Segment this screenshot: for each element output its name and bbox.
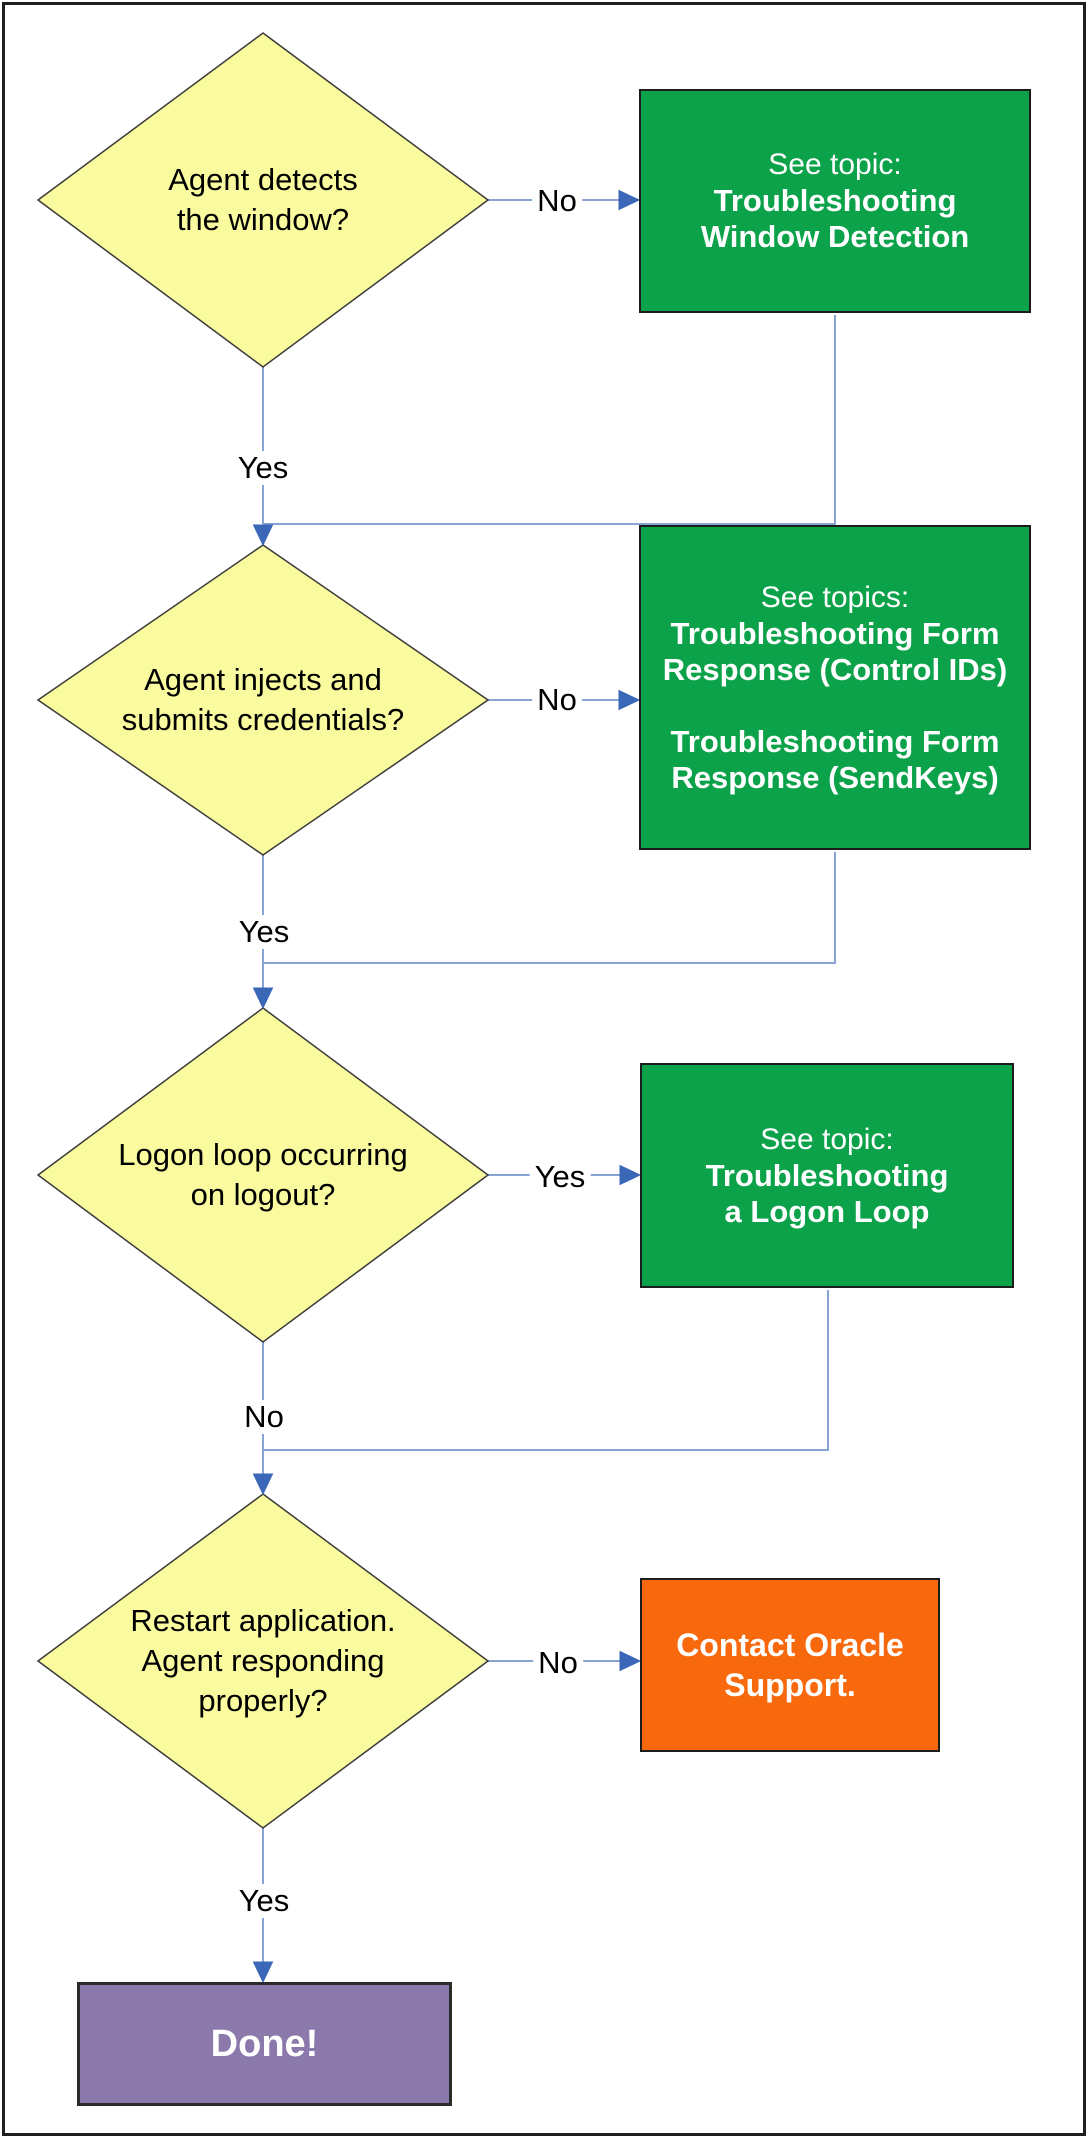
feedback-g3-line	[263, 1290, 829, 1451]
arrowhead-into-d3-icon	[252, 987, 274, 1010]
topic-box-window-detection: See topic: Troubleshooting Window Detect…	[639, 89, 1031, 313]
decision-agent-injects-credentials-label: Agent injects and submits credentials?	[121, 662, 405, 737]
topic-title-form-response-control-ids: Troubleshooting Form Response (Control I…	[662, 615, 1008, 687]
decision-logon-loop	[36, 1007, 490, 1343]
edge-label-d2-no: No	[532, 683, 582, 717]
decision-agent-detects-window	[36, 32, 490, 368]
decision-restart-application	[36, 1493, 490, 1829]
topic-title-form-response-sendkeys: Troubleshooting Form Response (SendKeys)	[670, 723, 1000, 795]
feedback-g2-line	[263, 852, 836, 964]
arrowhead-into-g1-icon	[618, 189, 641, 211]
edge-label-d3-yes: Yes	[529, 1160, 591, 1194]
topic-box-form-response: See topics: Troubleshooting Form Respons…	[639, 525, 1031, 850]
edge-label-d2-yes: Yes	[233, 915, 295, 949]
decision-agent-detects-window-label: Agent detects the window?	[168, 162, 358, 237]
topic-intro: See topics:	[760, 580, 910, 614]
arrowhead-into-action-icon	[619, 1650, 642, 1672]
terminal-box-done: Done!	[77, 1982, 452, 2106]
topic-intro: See topic:	[768, 148, 902, 181]
arrowhead-into-g3-icon	[619, 1164, 642, 1186]
arrowhead-into-g2-icon	[618, 689, 641, 711]
decision-logon-loop-label: Logon loop occurring on logout?	[118, 1137, 408, 1212]
edge-label-d1-no: No	[532, 184, 582, 218]
topic-title-window-detection: Troubleshooting Window Detection	[700, 183, 970, 254]
edge-label-d4-no: No	[533, 1646, 583, 1680]
topic-intro: See topic:	[760, 1122, 894, 1156]
edge-label-d4-yes: Yes	[233, 1884, 295, 1918]
arrowhead-into-done-icon	[252, 1961, 274, 1984]
topic-box-logon-loop: See topic: Troubleshooting a Logon Loop	[640, 1063, 1014, 1288]
feedback-g1-line	[263, 315, 836, 525]
arrowhead-into-d4-icon	[252, 1473, 274, 1496]
decision-restart-application-label: Restart application. Agent responding pr…	[130, 1603, 396, 1718]
edge-label-d1-yes: Yes	[232, 451, 294, 485]
decision-agent-injects-credentials	[36, 544, 490, 856]
action-box-contact-oracle-support: Contact Oracle Support.	[640, 1578, 940, 1752]
arrowhead-into-d2-icon	[252, 524, 274, 547]
topic-title-logon-loop: Troubleshooting a Logon Loop	[705, 1157, 949, 1229]
edge-label-d3-no: No	[239, 1400, 289, 1434]
